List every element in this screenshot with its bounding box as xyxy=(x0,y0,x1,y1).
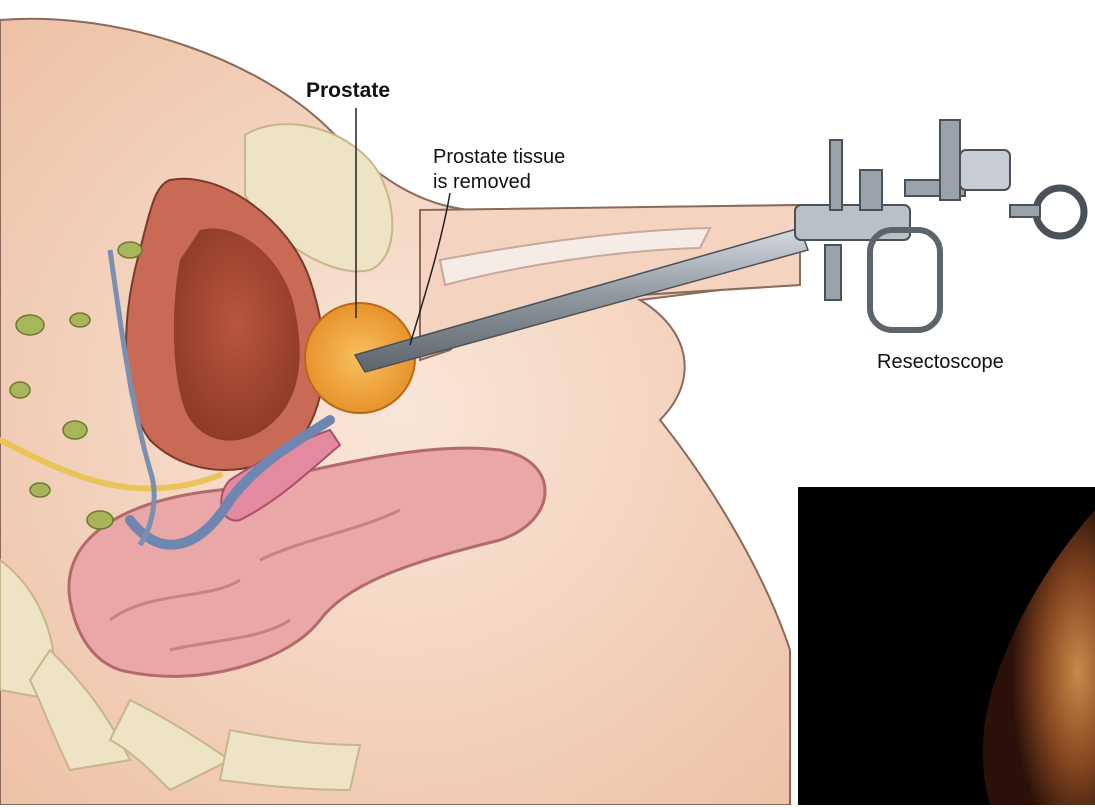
tissue-removed-label-line1: Prostate tissue xyxy=(433,146,565,168)
prostate-label: Prostate xyxy=(306,79,390,102)
endoscopic-view-inset xyxy=(798,487,1095,805)
resectoscope-label: Resectoscope xyxy=(877,351,1004,373)
tissue-removed-label-line2: is removed xyxy=(433,171,531,193)
